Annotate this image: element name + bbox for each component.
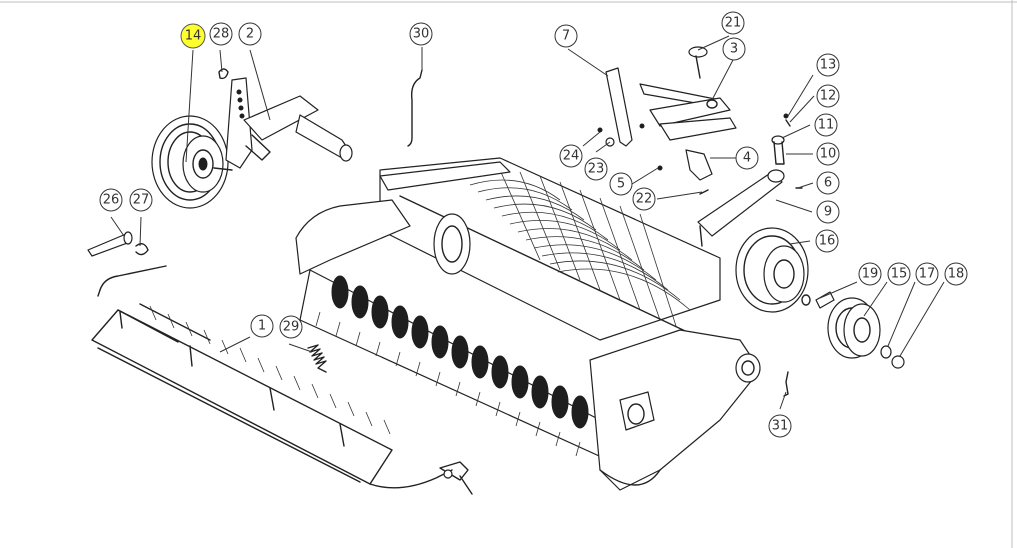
callout-4[interactable]: 4 — [735, 146, 759, 170]
callout-11-label: 11 — [818, 118, 835, 133]
part-left-gauge-wheel — [151, 115, 229, 209]
part-right-wheel — [735, 227, 809, 313]
part-upper-arm — [639, 83, 737, 141]
callout-7[interactable]: 7 — [554, 24, 578, 48]
part-pickup-frame — [91, 265, 473, 495]
callout-15-label: 15 — [891, 267, 908, 282]
callout-14[interactable]: 14 — [180, 23, 206, 49]
callout-5[interactable]: 5 — [609, 172, 633, 196]
callout-6[interactable]: 6 — [816, 171, 840, 195]
callout-2[interactable]: 2 — [238, 22, 262, 46]
callout-26-label: 26 — [103, 193, 120, 208]
callout-27[interactable]: 27 — [129, 188, 153, 212]
callout-22[interactable]: 22 — [632, 187, 656, 211]
callout-3-label: 3 — [730, 42, 738, 57]
callout-23[interactable]: 23 — [584, 157, 608, 181]
part-pin-10 — [771, 135, 785, 165]
part-curved-rod — [407, 69, 423, 147]
callout-28-label: 28 — [213, 27, 230, 42]
callout-4-label: 4 — [743, 151, 751, 166]
callout-9[interactable]: 9 — [816, 200, 840, 224]
callout-19-label: 19 — [862, 267, 879, 282]
callout-16[interactable]: 16 — [815, 229, 839, 253]
callout-17[interactable]: 17 — [915, 262, 939, 286]
part-bolt-12 — [785, 119, 791, 127]
callout-24[interactable]: 24 — [559, 144, 583, 168]
part-small-rod — [783, 371, 789, 397]
part-pickup-body — [295, 157, 761, 491]
callout-27-label: 27 — [133, 193, 150, 208]
part-washer-20 — [801, 294, 811, 306]
callout-22-label: 22 — [636, 192, 653, 207]
callout-5-label: 5 — [617, 177, 625, 192]
part-small-clip — [218, 68, 229, 80]
callout-31[interactable]: 31 — [768, 414, 792, 438]
callout-14-label: 14 — [185, 29, 202, 44]
part-wheel-arm-bracket — [213, 77, 353, 171]
callout-9-label: 9 — [824, 205, 832, 220]
leader-lines — [110, 35, 945, 410]
callout-17-label: 17 — [919, 267, 936, 282]
callout-7-label: 7 — [562, 29, 570, 44]
part-adjustment-plate — [605, 67, 633, 147]
callout-18[interactable]: 18 — [944, 262, 968, 286]
callout-30[interactable]: 30 — [409, 22, 433, 46]
callout-29[interactable]: 29 — [279, 315, 303, 339]
part-bracket-4 — [685, 149, 713, 181]
callout-21[interactable]: 21 — [721, 11, 745, 35]
callout-3[interactable]: 3 — [722, 37, 746, 61]
callout-16-label: 16 — [819, 234, 836, 249]
part-pin-26 — [87, 231, 133, 257]
callout-31-label: 31 — [772, 419, 789, 434]
callout-13-label: 13 — [820, 58, 837, 73]
part-wheel-hub — [827, 297, 881, 359]
callout-2-label: 2 — [246, 27, 254, 42]
callout-29-label: 29 — [283, 320, 300, 335]
callout-23-label: 23 — [588, 162, 605, 177]
callout-30-label: 30 — [413, 27, 430, 42]
part-axle-arm — [697, 169, 785, 247]
callout-13[interactable]: 13 — [816, 53, 840, 77]
callout-26[interactable]: 26 — [99, 188, 123, 212]
callout-10[interactable]: 10 — [816, 142, 840, 166]
callout-28[interactable]: 28 — [209, 22, 233, 46]
part-spring-clip-27 — [135, 243, 149, 256]
callout-1[interactable]: 1 — [250, 314, 274, 338]
callout-1-label: 1 — [258, 319, 266, 334]
callout-6-label: 6 — [824, 176, 832, 191]
part-washer-17 — [880, 345, 892, 359]
callout-15[interactable]: 15 — [887, 262, 911, 286]
callout-11[interactable]: 11 — [814, 113, 838, 137]
callout-12[interactable]: 12 — [816, 84, 840, 108]
part-pin-21 — [688, 46, 708, 79]
part-nut-18 — [891, 355, 905, 369]
part-nut-13 — [783, 113, 789, 119]
part-spacer-19 — [815, 291, 835, 309]
callout-12-label: 12 — [820, 89, 837, 104]
callout-18-label: 18 — [948, 267, 965, 282]
callout-24-label: 24 — [563, 149, 580, 164]
callout-19[interactable]: 19 — [858, 262, 882, 286]
part-spring-29 — [307, 344, 327, 373]
callout-10-label: 10 — [820, 147, 837, 162]
callout-21-label: 21 — [725, 16, 742, 31]
